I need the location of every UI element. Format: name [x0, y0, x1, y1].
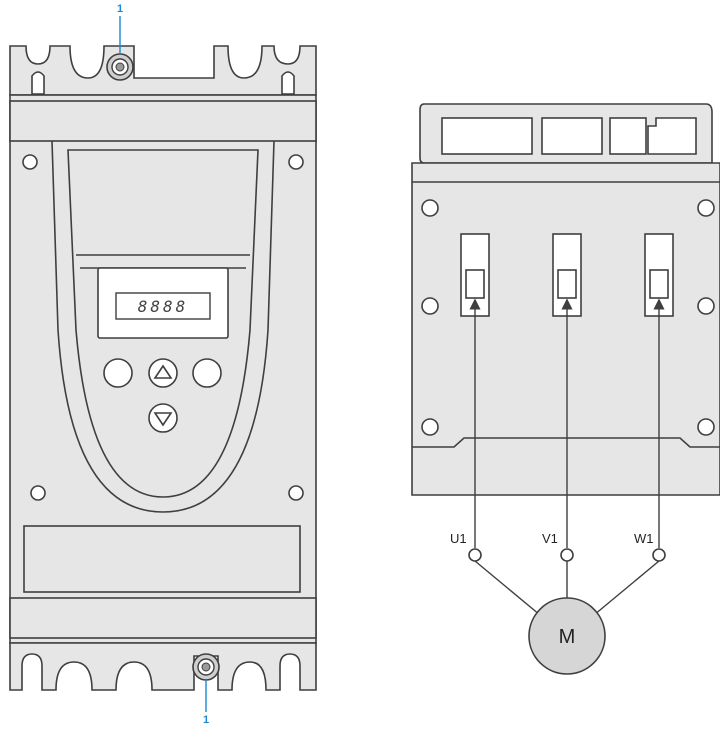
mounting-hole [22, 154, 38, 170]
mounting-hole [421, 199, 439, 217]
top-mounting-flange [9, 45, 317, 96]
callout-bottom: 1 [203, 714, 209, 726]
terminal-point-w1 [652, 548, 666, 562]
terminal-v1-block [552, 233, 582, 317]
down-button[interactable] [148, 403, 178, 433]
motor-lead-w [593, 560, 660, 616]
callout-top: 1 [117, 3, 123, 15]
connector-slot [609, 117, 647, 155]
screw-icon [192, 653, 220, 681]
connector-slot [441, 117, 533, 155]
up-arrow-icon [153, 364, 173, 379]
mounting-hole [697, 297, 715, 315]
motor-symbol [528, 597, 606, 675]
mounting-hole [697, 418, 715, 436]
mounting-hole [30, 485, 46, 501]
terminal-u1-block [460, 233, 490, 317]
esc-button[interactable] [103, 358, 133, 388]
soft-starter-front-view: 8888 [9, 45, 317, 691]
display-readout: 8888 [138, 297, 189, 316]
screw-icon [106, 53, 134, 81]
top-right-slot [281, 71, 295, 95]
bottom-mounting-flange [9, 642, 317, 691]
mounting-hole [288, 485, 304, 501]
bottom-band [9, 597, 317, 639]
terminal-point-v1 [560, 548, 574, 562]
motor-lead-u [474, 560, 541, 616]
motor-label: M [559, 626, 576, 648]
connector-slot [647, 117, 697, 155]
terminal-plate-lip [412, 437, 720, 448]
display-window [115, 292, 211, 320]
keypad-bezel-outer [51, 140, 275, 513]
up-button[interactable] [148, 358, 178, 388]
lower-cover [23, 525, 301, 593]
top-band [9, 100, 317, 142]
terminal-plate [411, 162, 720, 496]
mounting-hole [421, 418, 439, 436]
mounting-hole [421, 297, 439, 315]
terminal-label-w1: W1 [634, 531, 654, 546]
mounting-hole [697, 199, 715, 217]
soft-starter-bottom-view [411, 103, 720, 496]
down-arrow-icon [153, 412, 173, 427]
top-left-slot [31, 71, 45, 95]
connector-slot [541, 117, 603, 155]
enter-button[interactable] [192, 358, 222, 388]
terminal-label-u1: U1 [450, 531, 467, 546]
terminal-w1-block [644, 233, 674, 317]
terminal-point-u1 [468, 548, 482, 562]
terminal-label-v1: V1 [542, 531, 558, 546]
mounting-hole [288, 154, 304, 170]
